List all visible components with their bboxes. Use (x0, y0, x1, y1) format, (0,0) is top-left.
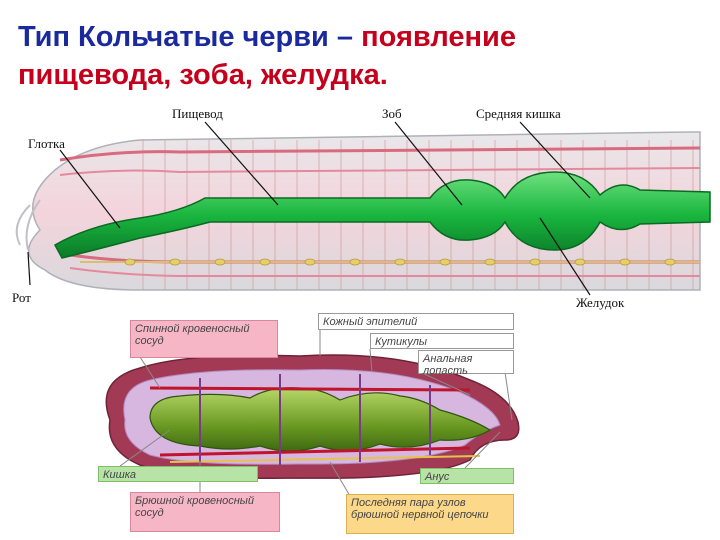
label-anus: Анус (420, 468, 514, 484)
label-esophagus: Пищевод (172, 106, 223, 121)
label-pharynx: Глотка (28, 136, 65, 151)
label-cuticle: Кутикулы (370, 333, 514, 349)
title-part1: Тип Кольчатые черви (18, 21, 329, 53)
label-dorsal-vessel: Спинной кровеносный сосуд (130, 320, 278, 358)
title-line2: пищевода, зоба, желудка. (18, 59, 388, 91)
label-stomach: Желудок (576, 295, 625, 310)
digestive-tract (53, 171, 711, 259)
label-midgut: Средняя кишка (476, 106, 561, 121)
section-body (105, 354, 520, 479)
title-dash: – (328, 21, 362, 53)
label-ventral-vessel: Брюшной кровеносный сосуд (130, 492, 280, 532)
label-mouth: Рот (12, 290, 31, 305)
label-skin-epithelium: Кожный эпителий (318, 313, 514, 330)
slide-title: Тип Кольчатые черви – появление пищевода… (18, 18, 708, 94)
label-intestine: Кишка (98, 466, 258, 482)
label-last-ganglia: Последняя пара узлов брюшной нервной цеп… (346, 494, 514, 534)
label-anal-lobe: Анальная лопасть (418, 350, 514, 377)
leader-lines (27, 121, 591, 296)
title-part2: появление (361, 21, 516, 53)
label-crop: Зоб (382, 106, 402, 121)
